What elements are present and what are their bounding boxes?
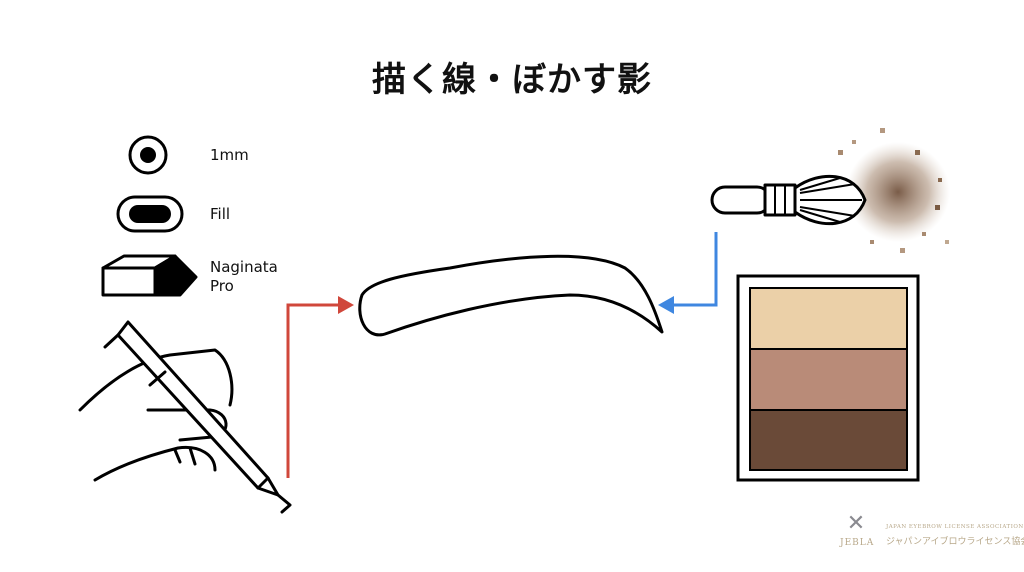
powder-cloud [828, 128, 950, 253]
association-logo: ✕ JEBLA JAPAN EYEBROW LICENSE ASSOCIATIO… [836, 512, 1024, 557]
tool-label-fill: Fill [210, 205, 231, 223]
logo-japanese: ジャパンアイブロウライセンス協会 [886, 537, 1024, 547]
tool-label-naginata: Naginata Pro [210, 258, 278, 295]
oval-tip-icon [116, 195, 184, 233]
palette-swatch-dark [749, 409, 908, 471]
draw-arrow [286, 296, 354, 478]
eyeshadow-palette [736, 274, 920, 482]
makeup-brush-icon [710, 174, 867, 226]
shade-arrow [658, 232, 718, 314]
hand-pencil-icon [78, 320, 292, 514]
angled-tip-icon [101, 254, 198, 297]
logo-abbr: JEBLA [840, 538, 875, 548]
butterfly-logo-icon: ✕ [846, 511, 866, 536]
page-title: 描く線・ぼかす影 [372, 60, 652, 100]
tool-label-1mm: 1mm [210, 146, 249, 164]
logo-english: JAPAN EYEBROW LICENSE ASSOCIATION [886, 524, 1024, 530]
round-tip-icon [128, 135, 168, 175]
palette-swatch-medium [749, 348, 908, 411]
palette-swatch-light [749, 287, 908, 350]
eyebrow-shape [358, 254, 664, 337]
